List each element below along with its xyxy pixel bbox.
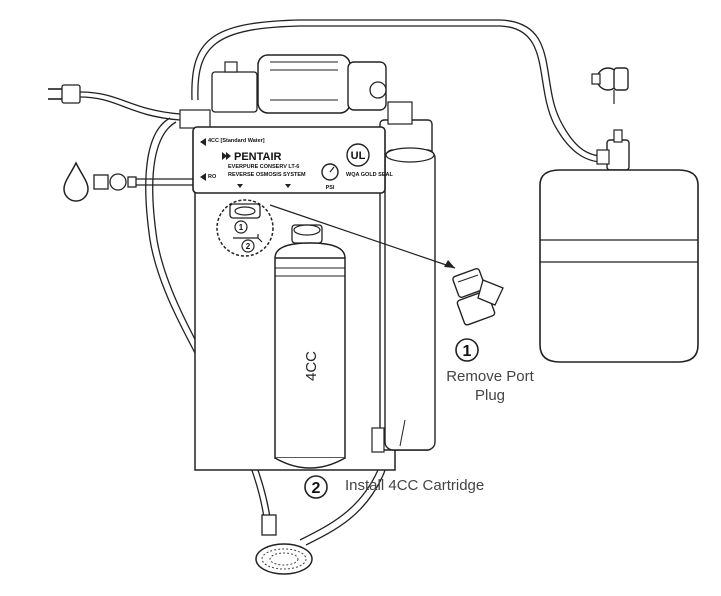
step-2-line1: Install 4CC Cartridge [345,477,484,494]
gauge-label: PSI [326,185,335,191]
pointer-arrow [269,204,456,269]
tank-valve-icon [591,67,629,104]
step-2: 2 Install 4CC Cartridge [304,475,484,499]
step-1: 1 Remove Port Plug [446,338,535,404]
step-1-line2: Plug [475,387,505,404]
floor-drain [255,514,313,575]
panel-right-notes: WQA GOLD SEAL [346,172,393,178]
callout-step2: 2 [246,242,251,251]
step-2-number: 2 [312,480,321,497]
cert-mark: UL [351,150,366,162]
pump [179,54,413,129]
panel-brand: PENTAIR [234,151,282,163]
cartridge-label: 4CC [303,351,320,381]
panel-top-note: 4CC [Standard Water] [208,138,265,144]
power-cord [48,84,181,121]
4cc-cartridge: 4CC [274,224,346,469]
water-drop-icon [63,161,89,202]
tubing-top [191,19,611,163]
storage-tank [539,129,699,363]
control-panel: 4CC [Standard Water] PENTAIR EVERPURE CO… [192,126,393,194]
callout-step1: 1 [239,223,244,232]
port-callout: 1 2 [216,199,274,257]
inlet-valve [93,173,195,191]
port-plug-icon [452,268,504,326]
step-1-line1: Remove Port [446,368,534,385]
panel-system-line: REVERSE OSMOSIS SYSTEM [228,172,306,178]
panel-model-line: EVERPURE CONSERV LT-6 [228,164,299,170]
panel-side-note: RO [208,174,217,180]
step-1-number: 1 [463,343,472,360]
